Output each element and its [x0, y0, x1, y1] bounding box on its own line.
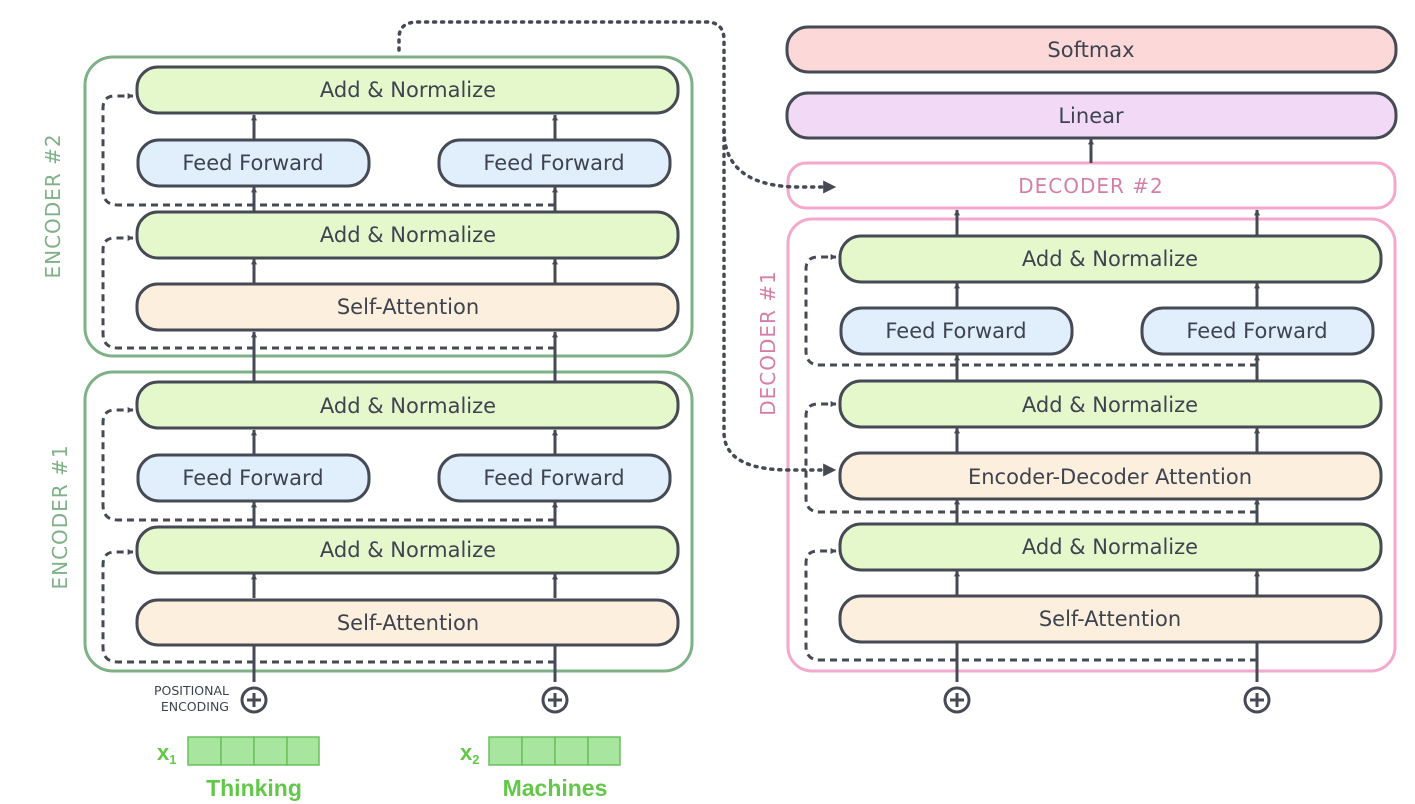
- decoder-1-feed-forward-1: [839, 306, 1074, 356]
- linear-label: Linear: [1058, 104, 1124, 128]
- decoder-1-add-normalize-bottom: [838, 522, 1383, 572]
- encoder-2-self-attention: [135, 282, 680, 332]
- decoder-1-feed-forward-2-label: Feed Forward: [1186, 319, 1327, 343]
- encoder-2-add-normalize-bottom: [135, 210, 680, 260]
- input-2-embedding-vector: [488, 736, 621, 766]
- encoder-2-add-normalize-top: [135, 65, 680, 115]
- decoder-1-self-attention-label: Self-Attention: [1039, 607, 1181, 631]
- encoder-2: Add & Normalize Feed Forward Feed Forwar…: [135, 65, 680, 332]
- plus-circle-icon: [541, 686, 569, 714]
- decoder-1-feed-forward-2: [1140, 306, 1375, 356]
- plus-circle-icon: [240, 686, 268, 714]
- encoder-1: Add & Normalize Feed Forward Feed Forwar…: [135, 380, 680, 647]
- encoder-2-label: ENCODER #2: [41, 133, 65, 278]
- encoder-2-container: [83, 55, 694, 358]
- encoder-1-self-attention: [135, 598, 680, 647]
- encoder-1-feed-forward-2: [437, 453, 672, 503]
- positional-encoding-label-line2: ENCODING: [161, 699, 229, 714]
- residual-connections: [101, 93, 1257, 664]
- decoder-1-add-normalize-bottom-label: Add & Normalize: [1022, 535, 1198, 559]
- decoder-1-self-attention: [838, 594, 1383, 644]
- input-1: x1 Thinking: [157, 736, 320, 801]
- encoder-1-label: ENCODER #1: [48, 444, 72, 589]
- positional-encoding-nodes: [240, 686, 1271, 714]
- encoder-1-add-normalize-top: [135, 380, 680, 430]
- encoder-2-add-normalize-top-label: Add & Normalize: [320, 78, 496, 102]
- input-2: x2 Machines: [460, 736, 621, 801]
- plus-circle-icon: [943, 686, 971, 714]
- encoder-1-container: [83, 370, 694, 673]
- decoder-1-label: DECODER #1: [756, 270, 780, 416]
- input-1-symbol: x1: [157, 740, 176, 767]
- encoder-1-self-attention-label: Self-Attention: [337, 611, 479, 635]
- encoder-1-add-normalize-top-label: Add & Normalize: [320, 394, 496, 418]
- encoder-2-feed-forward-2: [437, 138, 672, 188]
- decoder-1-encoder-decoder-attention: [838, 451, 1383, 501]
- decoder-1-add-normalize-top-label: Add & Normalize: [1022, 247, 1198, 271]
- decoder-1-add-normalize-middle-label: Add & Normalize: [1022, 393, 1198, 417]
- decoder-2-label: DECODER #2: [1018, 174, 1164, 198]
- decoder-output: Softmax Linear: [785, 25, 1398, 140]
- decoder-1-add-normalize-middle: [838, 379, 1383, 429]
- plus-circle-icon: [1243, 686, 1271, 714]
- encoder-2-feed-forward-2-label: Feed Forward: [483, 151, 624, 175]
- encoder-2-feed-forward-1-label: Feed Forward: [182, 151, 323, 175]
- encoder-output-connections: [397, 20, 837, 477]
- encoder-1-add-normalize-bottom: [135, 525, 680, 575]
- softmax-label: Softmax: [1047, 38, 1134, 62]
- input-2-word: Machines: [503, 775, 608, 801]
- decoder-1-encoder-decoder-attention-label: Encoder-Decoder Attention: [968, 465, 1252, 489]
- flow-arrows: [251, 114, 1260, 682]
- softmax-box: [785, 25, 1398, 74]
- decoder-1-feed-forward-1-label: Feed Forward: [885, 319, 1026, 343]
- encoder-2-add-normalize-bottom-label: Add & Normalize: [320, 223, 496, 247]
- encoder-2-feed-forward-1: [136, 138, 371, 188]
- encoder-1-feed-forward-1: [136, 453, 371, 503]
- encoder-1-feed-forward-1-label: Feed Forward: [182, 466, 323, 490]
- decoder-1-container: [786, 217, 1397, 673]
- encoder-2-self-attention-label: Self-Attention: [337, 295, 479, 319]
- decoder-1: Add & Normalize Feed Forward Feed Forwar…: [838, 234, 1383, 644]
- encoder-1-feed-forward-2-label: Feed Forward: [483, 466, 624, 490]
- decoder-1-add-normalize-top: [838, 234, 1383, 284]
- encoder-1-add-normalize-bottom-label: Add & Normalize: [320, 538, 496, 562]
- input-2-symbol: x2: [460, 740, 479, 767]
- input-1-embedding-vector: [187, 736, 320, 766]
- input-1-word: Thinking: [206, 775, 302, 801]
- linear-box: [785, 91, 1398, 140]
- positional-encoding-label-line1: POSITIONAL: [154, 683, 229, 698]
